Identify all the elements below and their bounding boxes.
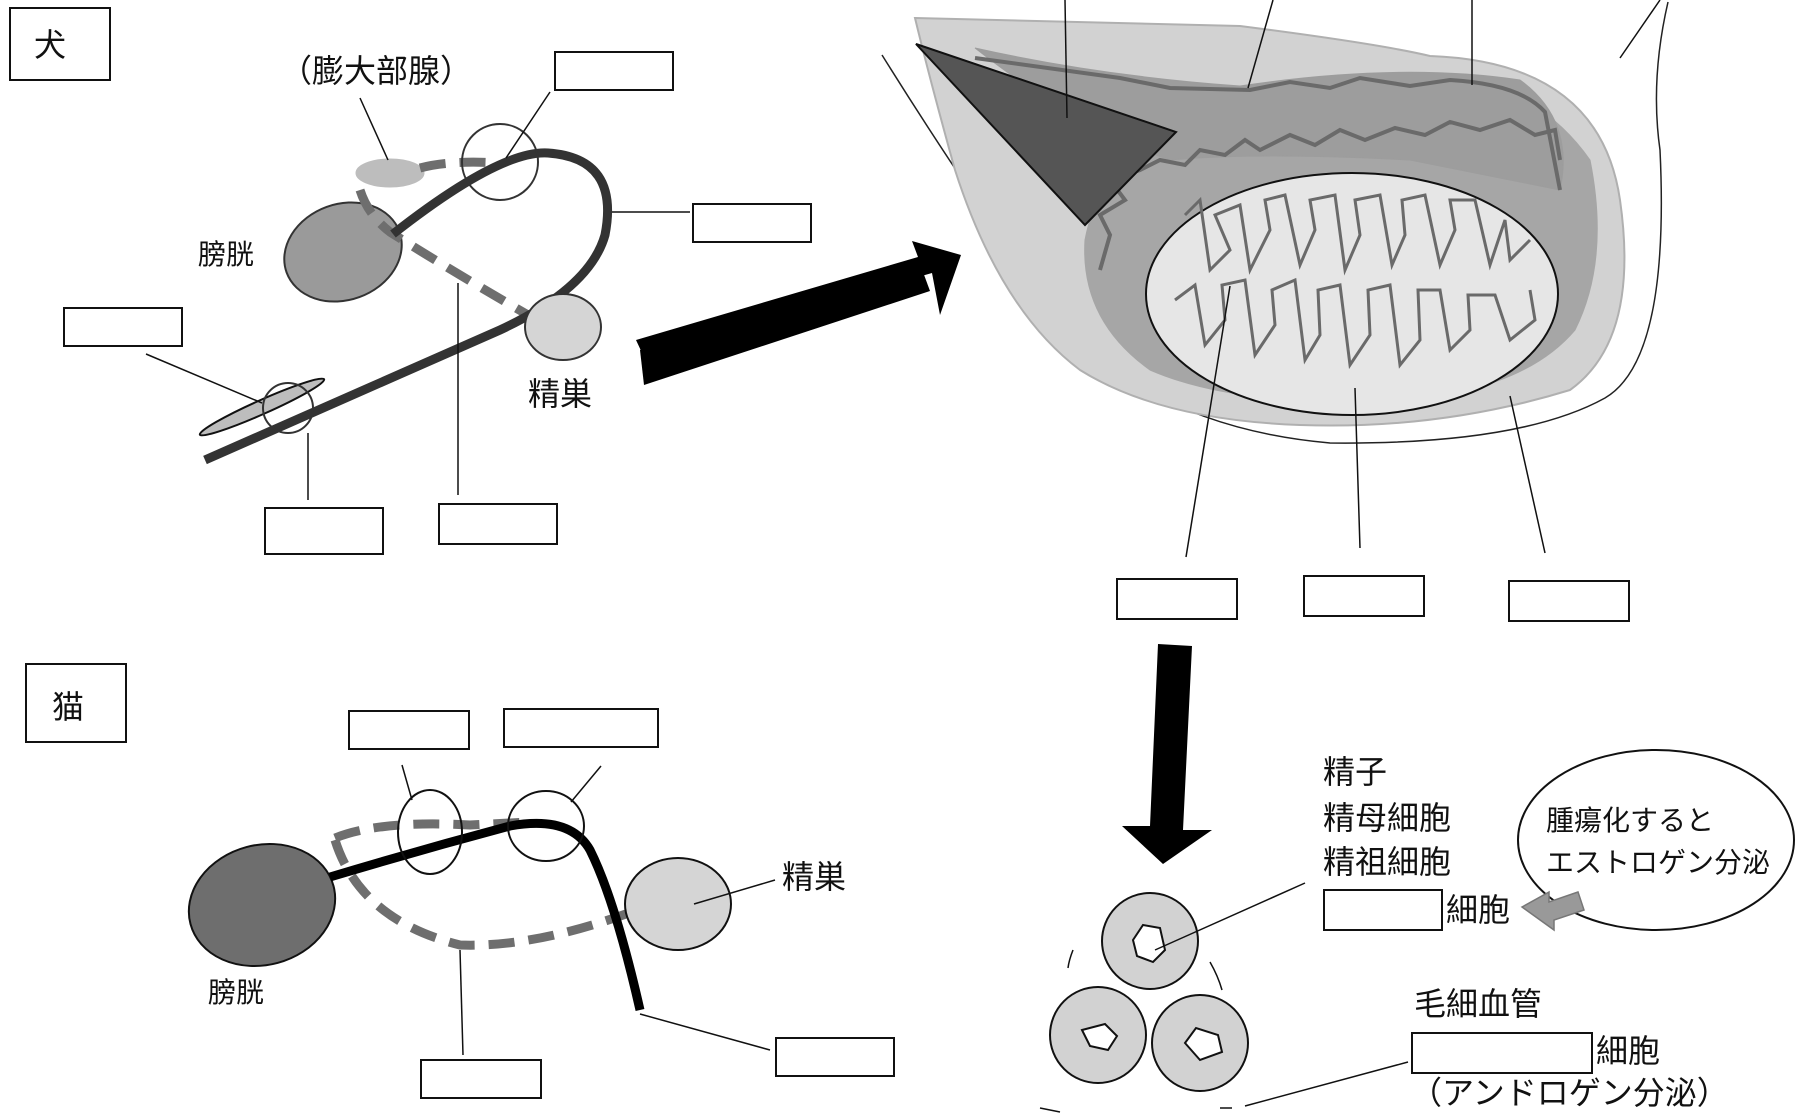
dog-blank-bulb[interactable] bbox=[265, 508, 383, 554]
cat-bladder-label: 膀胱 bbox=[208, 976, 264, 1009]
dog-blank-vas[interactable] bbox=[439, 504, 557, 544]
dog-gland-label: （膨大部腺） bbox=[280, 52, 472, 90]
section-blank-tubule[interactable] bbox=[1117, 579, 1237, 619]
cell-spermatocyte-label: 精母細胞 bbox=[1323, 799, 1451, 837]
dog-blank-prostate[interactable] bbox=[555, 52, 673, 90]
cat-bladder bbox=[175, 828, 349, 982]
section-blank-albuginea[interactable] bbox=[1304, 576, 1424, 616]
cat-leader-prostate bbox=[402, 765, 412, 800]
cell-spermatogonia-label: 精祖細胞 bbox=[1323, 843, 1451, 881]
cat-leader-urethra bbox=[640, 1014, 770, 1050]
dog-species-label: 犬 bbox=[34, 26, 66, 64]
dog-leader-penis bbox=[146, 354, 262, 403]
dog-bladder bbox=[270, 186, 416, 317]
blank-leydig[interactable] bbox=[1412, 1033, 1592, 1073]
section-blank-vaginalis[interactable] bbox=[1509, 581, 1629, 621]
dog-gland-pointer bbox=[360, 98, 388, 160]
cat-blank-vas[interactable] bbox=[421, 1060, 541, 1098]
dog-testis bbox=[525, 294, 601, 360]
blank-sertoli[interactable] bbox=[1324, 890, 1442, 930]
cat-species-label: 猫 bbox=[52, 688, 84, 726]
dog-blank-urethra[interactable] bbox=[693, 204, 811, 242]
cat-leader-vas bbox=[460, 950, 463, 1055]
leader-top-4 bbox=[1620, 0, 1660, 58]
cat-blank-prostate[interactable] bbox=[349, 711, 469, 749]
dog-leader-prostate bbox=[506, 92, 550, 158]
dog-testis-label: 精巣 bbox=[528, 375, 592, 413]
sertoli-suffix-label: 細胞 bbox=[1446, 891, 1510, 929]
cat-panel: 猫 膀胱 精巣 bbox=[26, 664, 894, 1098]
arrow-to-tubule bbox=[1122, 644, 1212, 864]
cat-urethra bbox=[330, 823, 640, 1010]
leydig-suffix-label: 細胞 bbox=[1596, 1032, 1660, 1070]
capillary-label: 毛細血管 bbox=[1414, 985, 1542, 1023]
cat-blank-bulbourethral[interactable] bbox=[504, 709, 658, 747]
cat-testis bbox=[625, 858, 731, 950]
tumor-note-line1: 腫瘍化すると bbox=[1546, 804, 1714, 837]
testis-section bbox=[882, 0, 1668, 621]
cat-blank-urethra[interactable] bbox=[776, 1038, 894, 1076]
dog-blank-penis[interactable] bbox=[64, 308, 182, 346]
cat-prostate-circle bbox=[398, 790, 462, 874]
cat-leader-bulbourethral bbox=[571, 766, 601, 802]
leydig-note-label: （アンドロゲン分泌） bbox=[1410, 1074, 1729, 1112]
dog-panel: 犬 （膨大部腺） 膀胱 精巣 bbox=[10, 8, 811, 554]
leader-vaginalis bbox=[1510, 396, 1545, 553]
tumor-note-line2: エストロゲン分泌 bbox=[1546, 846, 1770, 879]
cell-sperm-label: 精子 bbox=[1323, 753, 1387, 791]
dog-ampullary-gland bbox=[356, 159, 424, 187]
cat-testis-label: 精巣 bbox=[782, 858, 846, 896]
dog-bladder-label: 膀胱 bbox=[198, 238, 254, 271]
leader-leydig bbox=[1245, 1062, 1408, 1106]
